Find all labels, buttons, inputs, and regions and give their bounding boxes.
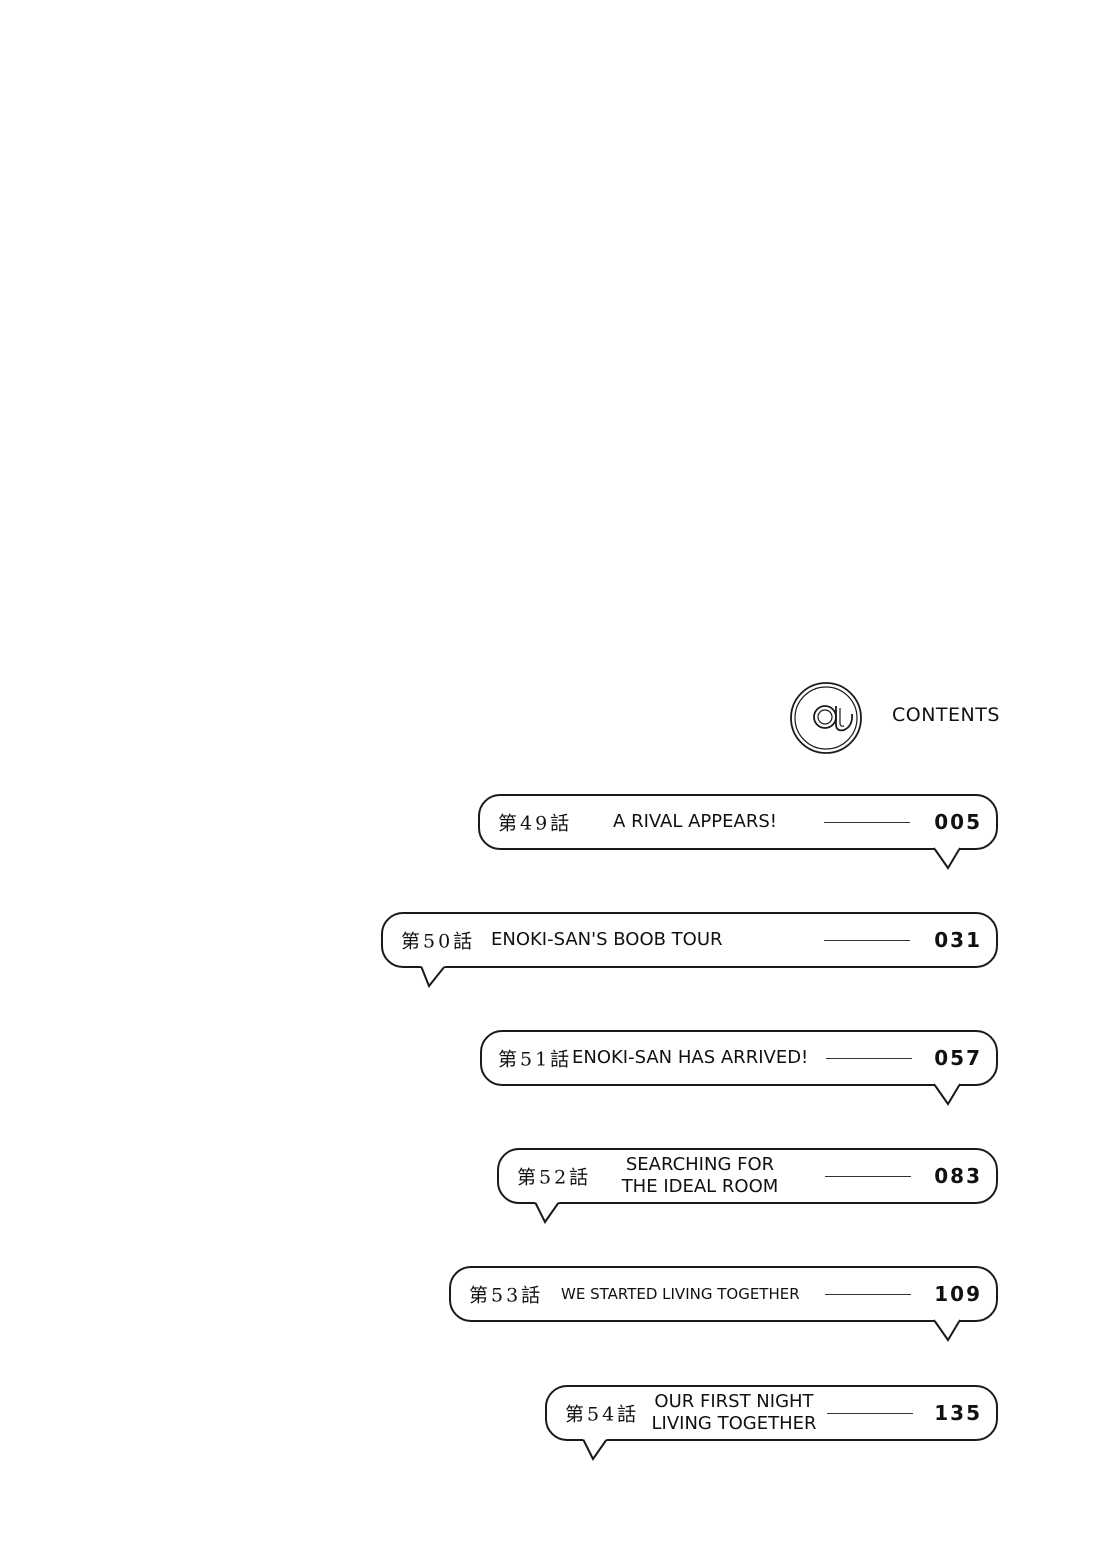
chapter-number: 第54話 bbox=[565, 1403, 640, 1426]
leader-line bbox=[825, 1294, 911, 1295]
bubble-tail-icon bbox=[933, 1317, 961, 1342]
at-sign-icon bbox=[790, 682, 862, 754]
chapter-title: OUR FIRST NIGHT LIVING TOGETHER bbox=[651, 1391, 817, 1434]
page-number: 057 bbox=[934, 1046, 982, 1070]
chapter-title: ENOKI-SAN'S BOOB TOUR bbox=[491, 929, 723, 950]
page-number: 083 bbox=[934, 1164, 982, 1188]
toc-entry-ch53: 第53話 WE STARTED LIVING TOGETHER 109 bbox=[449, 1266, 998, 1342]
chapter-number: 第51話 bbox=[498, 1048, 573, 1071]
chapter-title: SEARCHING FOR THE IDEAL ROOM bbox=[621, 1154, 779, 1197]
leader-line bbox=[827, 1413, 913, 1414]
speech-bubble bbox=[545, 1385, 998, 1441]
toc-entry-ch50: 第50話 ENOKI-SAN'S BOOB TOUR 031 bbox=[381, 912, 998, 988]
toc-entry-ch54: 第54話 OUR FIRST NIGHT LIVING TOGETHER 135 bbox=[545, 1385, 998, 1461]
speech-bubble bbox=[478, 794, 998, 850]
bubble-tail-icon bbox=[933, 845, 961, 870]
contents-header: CONTENTS bbox=[788, 680, 1028, 756]
leader-line bbox=[825, 1176, 911, 1177]
page-number: 109 bbox=[934, 1282, 982, 1306]
contents-title: CONTENTS bbox=[892, 704, 1000, 726]
leader-line bbox=[826, 1058, 912, 1059]
chapter-number: 第53話 bbox=[469, 1284, 544, 1307]
bubble-tail-icon bbox=[534, 1199, 560, 1224]
speech-bubble bbox=[497, 1148, 998, 1204]
bubble-tail-icon bbox=[582, 1436, 608, 1461]
chapter-title: ENOKI-SAN HAS ARRIVED! bbox=[572, 1047, 809, 1068]
chapter-title: A RIVAL APPEARS! bbox=[613, 811, 777, 832]
bubble-tail-icon bbox=[420, 963, 446, 988]
chapter-number: 第49話 bbox=[498, 812, 573, 835]
page-number: 031 bbox=[934, 928, 982, 952]
leader-line bbox=[824, 822, 910, 823]
chapter-number: 第52話 bbox=[517, 1166, 592, 1189]
chapter-title: WE STARTED LIVING TOGETHER bbox=[561, 1285, 800, 1303]
page-number: 135 bbox=[934, 1401, 982, 1425]
page-number: 005 bbox=[934, 810, 982, 834]
bubble-tail-icon bbox=[933, 1081, 961, 1106]
chapter-number: 第50話 bbox=[401, 930, 476, 953]
toc-entry-ch49: 第49話 A RIVAL APPEARS! 005 bbox=[478, 794, 998, 870]
toc-entry-ch51: 第51話 ENOKI-SAN HAS ARRIVED! 057 bbox=[480, 1030, 998, 1106]
toc-entry-ch52: 第52話 SEARCHING FOR THE IDEAL ROOM 083 bbox=[497, 1148, 998, 1224]
leader-line bbox=[824, 940, 910, 941]
